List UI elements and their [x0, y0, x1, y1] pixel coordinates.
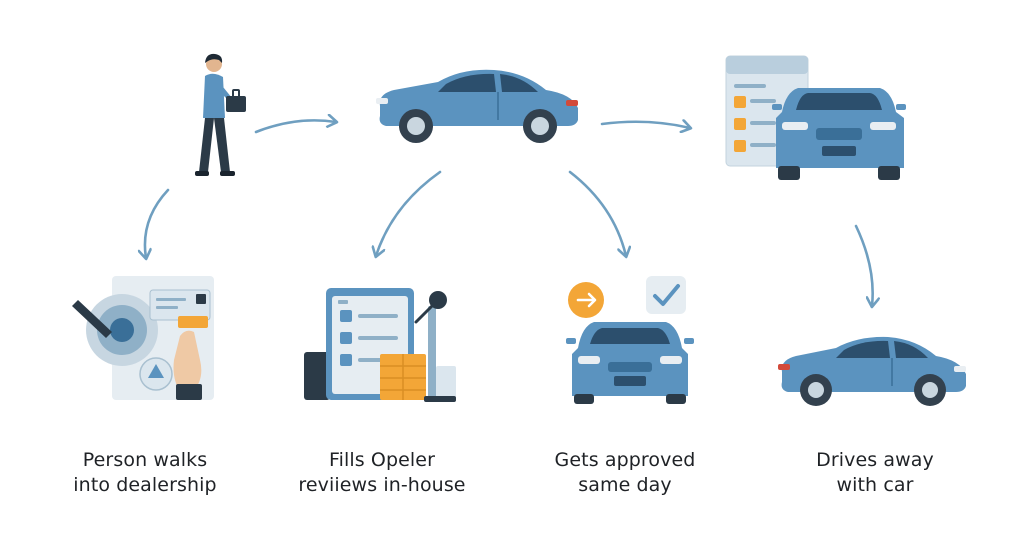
- step-1-label-line1: Person walks: [82, 449, 208, 471]
- checkmark-badge-icon: [646, 276, 686, 314]
- step-4-label-line1: Drives away: [816, 449, 934, 471]
- step-3-caption: Gets approved same day: [520, 448, 730, 498]
- step-3-label-line2: same day: [578, 474, 672, 496]
- step-1-caption: Person walks into dealership: [40, 448, 250, 498]
- step-4-caption: Drives away with car: [770, 448, 980, 498]
- step-4-label-line2: with car: [836, 474, 914, 496]
- step-2-caption: Fills Opeler reviiews in-house: [277, 448, 487, 498]
- dealership-terminal-icon: [72, 276, 214, 400]
- flow-arrows: [145, 120, 873, 306]
- arrow-document-to-step4: [854, 224, 873, 306]
- step-1-label-line2: into dealership: [73, 474, 217, 496]
- walking-person-icon: [195, 53, 246, 176]
- document-with-car-icon: [725, 55, 906, 180]
- arrow-car-to-step2: [376, 170, 442, 256]
- step-2-label-line2: reviiews in-house: [298, 474, 466, 496]
- approved-car-icon: [566, 276, 694, 404]
- arrow-car-to-document: [600, 122, 690, 128]
- arrow-person-to-step1: [145, 188, 170, 258]
- arrow-person-to-car: [254, 120, 336, 134]
- side-car-icon: [778, 336, 966, 406]
- step-2-label-line1: Fills Opeler: [328, 449, 435, 471]
- arrow-car-to-step3: [568, 170, 626, 256]
- step-3-label-line1: Gets approved: [554, 449, 696, 471]
- sedan-side-icon: [376, 69, 578, 143]
- application-form-icon: [304, 288, 456, 402]
